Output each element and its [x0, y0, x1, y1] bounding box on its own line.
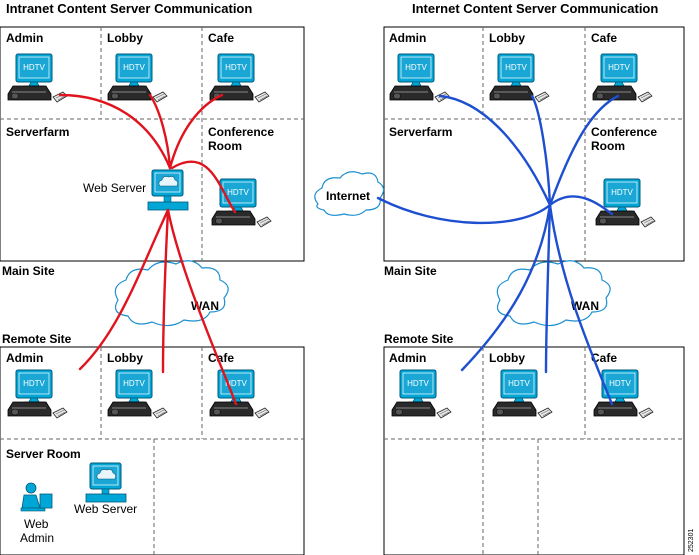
- web-server-icon: [147, 169, 189, 211]
- svg-text:HDTV: HDTV: [609, 379, 631, 388]
- room-label-cafe: Cafe: [591, 351, 617, 365]
- main-site-label: Main Site: [2, 264, 55, 278]
- svg-text:HDTV: HDTV: [407, 379, 429, 388]
- hdtv-icon: HDTV: [107, 53, 168, 103]
- room-label-lobby: Lobby: [489, 351, 525, 365]
- room-label-admin: Admin: [389, 31, 426, 45]
- internet-cloud: [314, 171, 385, 216]
- room-label-admin: Admin: [389, 351, 426, 365]
- intranet-links: [58, 93, 238, 406]
- web-admin-icon: [20, 482, 53, 512]
- svg-text:HDTV: HDTV: [405, 63, 427, 72]
- room-label-serverfarm: Serverfarm: [6, 125, 69, 139]
- hdtv-icon: HDTV: [209, 53, 270, 103]
- room-label-serverfarm: Serverfarm: [389, 125, 452, 139]
- hdtv-icon: HDTV: [211, 178, 272, 228]
- hdtv-icon: HDTV: [489, 53, 550, 103]
- right-diagram-title: Internet Content Server Communication: [412, 1, 658, 16]
- hdtv-icon: HDTV: [107, 369, 168, 419]
- web-server-label: Web Server: [83, 181, 146, 195]
- internet-label: Internet: [326, 189, 370, 203]
- room-label-conference-room: Room: [208, 139, 242, 153]
- hdtv-icon: HDTV: [593, 369, 654, 419]
- svg-text:HDTV: HDTV: [225, 379, 247, 388]
- room-label-conference: Conference: [591, 125, 657, 139]
- svg-text:HDTV: HDTV: [227, 188, 249, 197]
- room-label-lobby: Lobby: [107, 31, 143, 45]
- main-site-label: Main Site: [384, 264, 437, 278]
- svg-text:HDTV: HDTV: [225, 63, 247, 72]
- wan-cloud: [114, 260, 229, 327]
- hdtv-icon: HDTV: [595, 178, 656, 228]
- svg-text:HDTV: HDTV: [508, 379, 530, 388]
- room-label-admin: Admin: [6, 31, 43, 45]
- wan-label: WAN: [571, 299, 599, 313]
- left-diagram-title: Intranet Content Server Communication: [6, 1, 252, 16]
- wan-cloud: [496, 260, 611, 327]
- svg-text:HDTV: HDTV: [505, 63, 527, 72]
- hdtv-icon: HDTV: [7, 369, 68, 419]
- svg-text:HDTV: HDTV: [23, 379, 45, 388]
- hdtv-icon: HDTV: [592, 53, 653, 103]
- svg-text:HDTV: HDTV: [608, 63, 630, 72]
- room-label-lobby: Lobby: [107, 351, 143, 365]
- web-server-label: Web Server: [74, 502, 137, 516]
- room-label-lobby: Lobby: [489, 31, 525, 45]
- room-label-server-room: Server Room: [6, 447, 81, 461]
- hdtv-icon: HDTV: [492, 369, 553, 419]
- room-label-conference: Conference: [208, 125, 274, 139]
- svg-text:HDTV: HDTV: [611, 188, 633, 197]
- hdtv-icon: HDTV: [209, 369, 270, 419]
- room-label-admin: Admin: [6, 351, 43, 365]
- web-server-icon: [85, 462, 127, 503]
- hdtv-icon: HDTV: [391, 369, 452, 419]
- remote-site-label: Remote Site: [384, 332, 454, 346]
- web-admin-label-2: Admin: [20, 531, 54, 545]
- internet-links: [376, 94, 620, 406]
- web-admin-label: Web: [24, 517, 49, 531]
- room-label-conference-room: Room: [591, 139, 625, 153]
- room-label-cafe: Cafe: [208, 351, 234, 365]
- hdtv-icon: HDTV: [7, 53, 68, 103]
- svg-text:HDTV: HDTV: [123, 63, 145, 72]
- room-label-cafe: Cafe: [591, 31, 617, 45]
- figure-id: 252301: [688, 529, 695, 552]
- svg-text:HDTV: HDTV: [123, 379, 145, 388]
- svg-text:HDTV: HDTV: [23, 63, 45, 72]
- room-label-cafe: Cafe: [208, 31, 234, 45]
- remote-site-label: Remote Site: [2, 332, 72, 346]
- hdtv-icon: HDTV: [389, 53, 450, 103]
